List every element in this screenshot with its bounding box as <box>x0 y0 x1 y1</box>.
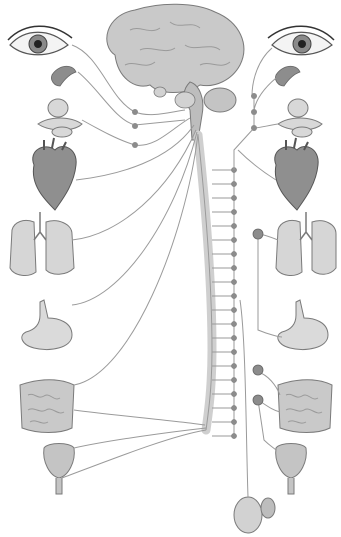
right-eye <box>268 26 334 55</box>
pterygopalatine-ganglion <box>132 123 138 129</box>
inferior-mesenteric-ganglion <box>253 395 263 405</box>
right-bladder <box>276 444 307 495</box>
chain-ganglion <box>231 251 236 256</box>
chain-ganglion <box>231 349 236 354</box>
right-heart <box>275 138 318 210</box>
chain-ganglion <box>231 181 236 186</box>
chain-ganglion <box>231 223 236 228</box>
left-intestines <box>20 380 74 433</box>
chain-ganglion <box>231 265 236 270</box>
chain-ganglion <box>231 335 236 340</box>
sympathetic-nerves <box>238 48 282 497</box>
chain-ganglion <box>231 279 236 284</box>
celiac-ganglion <box>253 229 263 239</box>
chain-ganglion <box>231 405 236 410</box>
chain-ganglion <box>231 377 236 382</box>
left-bladder <box>44 444 75 495</box>
inferior-cervical-ganglion <box>251 125 257 131</box>
parasympathetic-nerves <box>62 45 206 478</box>
middle-cervical-ganglion <box>251 109 257 115</box>
sympathetic-chain <box>212 96 254 439</box>
right-lacrimal-gland <box>275 66 300 86</box>
right-lungs <box>276 212 336 275</box>
chain-ganglion <box>231 195 236 200</box>
chain-ganglion <box>231 237 236 242</box>
brain <box>107 4 244 92</box>
right-stomach <box>278 300 328 349</box>
spinal-cord <box>198 135 212 430</box>
ciliary-ganglion <box>132 109 138 115</box>
cervical-chain <box>234 96 254 170</box>
chain-ganglion <box>231 391 236 396</box>
superior-mesenteric-ganglion <box>253 365 263 375</box>
chain-ganglion <box>231 321 236 326</box>
chain-ganglion <box>231 419 236 424</box>
left-salivary-glands <box>38 99 82 137</box>
left-eye <box>8 26 72 55</box>
chain-ganglion <box>231 209 236 214</box>
left-lungs <box>10 212 74 275</box>
left-lacrimal-gland <box>51 66 76 86</box>
chain-ganglion <box>231 363 236 368</box>
adrenal-and-kidney <box>234 497 275 533</box>
submandibular-ganglion <box>132 142 138 148</box>
left-stomach <box>22 300 72 349</box>
superior-cervical-ganglion <box>251 93 257 99</box>
chain-ganglion <box>231 293 236 298</box>
left-heart <box>33 138 76 210</box>
cerebellum <box>204 88 236 112</box>
chain-ganglion <box>231 433 236 438</box>
chain-ganglion <box>231 307 236 312</box>
right-intestines <box>278 380 332 433</box>
right-salivary-glands <box>278 99 322 137</box>
